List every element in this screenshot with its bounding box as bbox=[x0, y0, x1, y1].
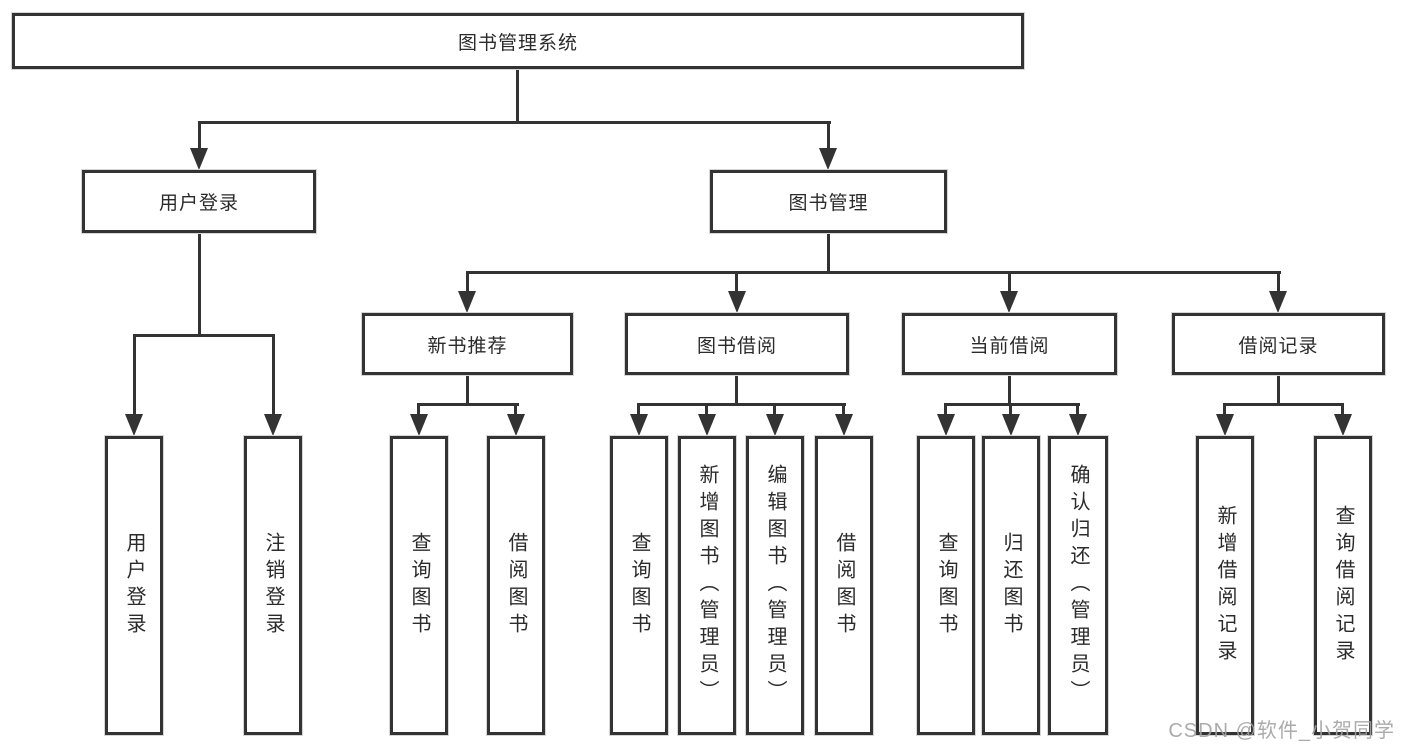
leaf-label: 归还图书 bbox=[1000, 531, 1022, 640]
arrow-down-icon bbox=[507, 414, 525, 436]
connector-line bbox=[198, 121, 831, 124]
connector-line bbox=[417, 403, 519, 406]
leaf-borrow-books-borrow: 借阅图书 bbox=[815, 436, 873, 735]
leaf-label: 查询图书 bbox=[408, 531, 430, 640]
leaf-label: 查询图书 bbox=[935, 531, 957, 640]
arrow-down-icon bbox=[1002, 414, 1020, 436]
leaf-query-books-recommend: 查询图书 bbox=[390, 436, 448, 735]
connector-line bbox=[827, 233, 830, 274]
connector-line bbox=[198, 233, 201, 337]
node-borrowing-records: 借阅记录 bbox=[1172, 313, 1385, 375]
connector-line bbox=[705, 403, 708, 416]
connector-line bbox=[1009, 403, 1012, 416]
connector-line bbox=[1008, 375, 1011, 406]
leaf-query-books-borrow: 查询图书 bbox=[610, 436, 668, 735]
node-new-book-recommendation: 新书推荐 bbox=[362, 313, 573, 375]
connector-line bbox=[198, 121, 201, 151]
arrow-down-icon bbox=[698, 414, 716, 436]
leaf-label: 新增借阅记录 bbox=[1214, 504, 1236, 667]
connector-line bbox=[1341, 403, 1344, 416]
arrow-down-icon bbox=[1000, 291, 1018, 313]
connector-line bbox=[827, 121, 830, 151]
connector-line bbox=[466, 271, 1281, 274]
leaf-query-books-current: 查询图书 bbox=[917, 436, 975, 735]
node-label: 用户登录 bbox=[158, 193, 239, 214]
connector-line bbox=[417, 403, 420, 416]
node-label: 当前借阅 bbox=[969, 335, 1050, 357]
node-label: 新书推荐 bbox=[427, 335, 508, 357]
connector-line bbox=[466, 375, 469, 406]
node-user-login: 用户登录 bbox=[82, 170, 316, 233]
arrow-down-icon bbox=[1334, 414, 1352, 436]
arrow-down-icon bbox=[1069, 414, 1087, 436]
leaf-add-borrow-record: 新增借阅记录 bbox=[1196, 436, 1254, 735]
connector-line bbox=[466, 271, 469, 295]
arrow-down-icon bbox=[125, 414, 143, 436]
connector-line bbox=[637, 403, 640, 416]
leaf-label: 借阅图书 bbox=[505, 531, 527, 640]
connector-line bbox=[735, 271, 738, 295]
connector-line bbox=[1223, 403, 1344, 406]
arrow-down-icon bbox=[264, 414, 282, 436]
connector-line bbox=[1008, 271, 1011, 295]
arrow-down-icon bbox=[190, 148, 208, 170]
connector-line bbox=[133, 334, 136, 416]
leaf-label: 用户登录 bbox=[123, 531, 145, 640]
node-root: 图书管理系统 bbox=[12, 13, 1024, 69]
leaf-query-borrow-record: 查询借阅记录 bbox=[1314, 436, 1372, 735]
node-current-borrowing: 当前借阅 bbox=[902, 313, 1117, 375]
connector-line bbox=[514, 403, 517, 416]
connector-line bbox=[1076, 403, 1079, 416]
arrow-down-icon bbox=[458, 291, 476, 313]
arrow-down-icon bbox=[1216, 414, 1234, 436]
arrow-down-icon bbox=[819, 148, 837, 170]
leaf-user-login: 用户登录 bbox=[105, 436, 163, 735]
leaf-borrow-books-recommend: 借阅图书 bbox=[487, 436, 545, 735]
connector-line bbox=[842, 403, 845, 416]
connector-line bbox=[944, 403, 947, 416]
arrow-down-icon bbox=[766, 414, 784, 436]
arrow-down-icon bbox=[937, 414, 955, 436]
arrow-down-icon bbox=[835, 414, 853, 436]
connector-line bbox=[133, 334, 275, 337]
node-root-label: 图书管理系统 bbox=[457, 32, 578, 54]
node-label: 图书管理 bbox=[788, 193, 869, 214]
leaf-add-books-admin: 新增图书（管理员） bbox=[678, 436, 736, 735]
arrow-down-icon bbox=[728, 291, 746, 313]
node-label: 借阅记录 bbox=[1238, 335, 1319, 357]
arrow-down-icon bbox=[630, 414, 648, 436]
connector-line bbox=[637, 403, 846, 406]
leaf-label: 查询借阅记录 bbox=[1332, 504, 1354, 667]
connector-line bbox=[516, 69, 519, 123]
connector-line bbox=[735, 375, 738, 406]
leaf-logout: 注销登录 bbox=[244, 436, 302, 735]
leaf-label: 查询图书 bbox=[628, 531, 650, 640]
leaf-confirm-return-admin: 确认归还（管理员） bbox=[1048, 436, 1108, 735]
connector-line bbox=[1277, 271, 1280, 295]
connector-line bbox=[944, 403, 1080, 406]
connector-line bbox=[773, 403, 776, 416]
connector-line bbox=[1277, 375, 1280, 406]
arrow-down-icon bbox=[410, 414, 428, 436]
leaf-return-books: 归还图书 bbox=[982, 436, 1040, 735]
leaf-label: 编辑图书（管理员） bbox=[764, 464, 786, 707]
node-book-management: 图书管理 bbox=[710, 170, 947, 233]
leaf-label: 借阅图书 bbox=[833, 531, 855, 640]
connector-line bbox=[1223, 403, 1226, 416]
connector-line bbox=[272, 334, 275, 416]
watermark-text: CSDN @软件_小贺同学 bbox=[1168, 720, 1395, 742]
node-label: 图书借阅 bbox=[696, 335, 777, 357]
arrow-down-icon bbox=[1269, 291, 1287, 313]
node-book-borrowing: 图书借阅 bbox=[625, 313, 849, 375]
leaf-edit-books-admin: 编辑图书（管理员） bbox=[746, 436, 804, 735]
leaf-label: 注销登录 bbox=[262, 531, 284, 640]
leaf-label: 确认归还（管理员） bbox=[1067, 464, 1089, 707]
leaf-label: 新增图书（管理员） bbox=[696, 464, 718, 707]
